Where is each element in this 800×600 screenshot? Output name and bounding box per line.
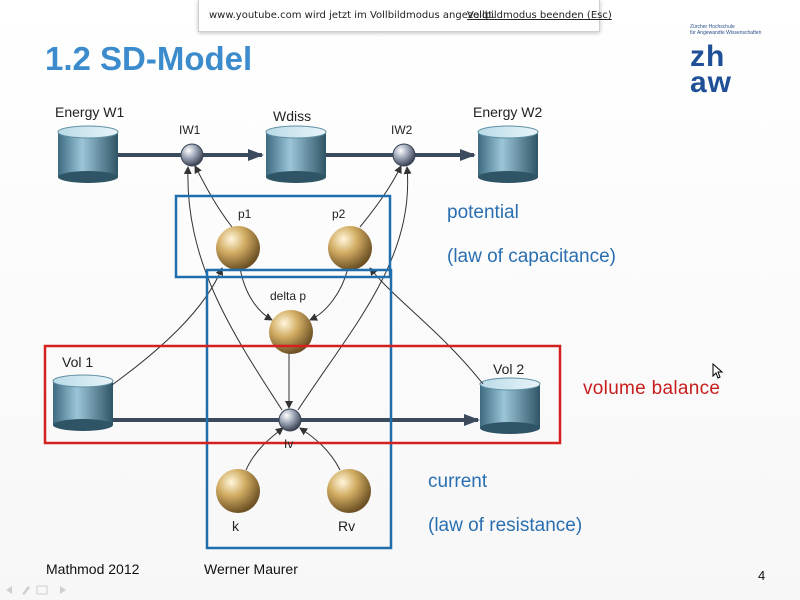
label-iv: Iv (284, 437, 294, 451)
converter-p2 (328, 226, 372, 270)
label-iw1: IW1 (179, 123, 201, 137)
label-delta-p: delta p (270, 289, 307, 303)
label-energy-w2: Energy W2 (473, 104, 543, 120)
label-p2: p2 (332, 207, 346, 221)
volume-balance-box (43, 344, 562, 445)
potential-box (174, 194, 392, 279)
presentation-toolbar[interactable] (4, 583, 74, 597)
fullscreen-message: www.youtube.com wird jetzt im Vollbildmo… (209, 10, 496, 21)
zhaw-logo: zh aw (690, 40, 733, 99)
converter-delta-p (269, 310, 313, 354)
footer-author: Werner Maurer (204, 561, 298, 577)
influence-arrows (111, 165, 484, 471)
fullscreen-notice: www.youtube.com wird jetzt im Vollbildmo… (198, 0, 612, 32)
stock-wdiss (265, 125, 327, 183)
current-box (205, 268, 393, 550)
converter-k (216, 469, 260, 513)
label-iw2: IW2 (391, 123, 413, 137)
label-rv: Rv (338, 518, 356, 534)
annotation-law-capacitance: (law of capacitance) (447, 246, 616, 267)
label-energy-w1: Energy W1 (55, 104, 125, 120)
footer-conference: Mathmod 2012 (46, 561, 140, 577)
slides-icon[interactable] (36, 585, 48, 595)
stock-energy-w1 (57, 125, 119, 183)
next-icon[interactable] (60, 586, 66, 594)
label-p1: p1 (238, 207, 252, 221)
label-wdiss: Wdiss (273, 108, 312, 124)
stock-vol2 (479, 377, 541, 434)
label-vol1: Vol 1 (62, 354, 94, 370)
prev-icon[interactable] (6, 586, 12, 594)
label-vol2: Vol 2 (493, 361, 525, 377)
stock-energy-w2 (477, 125, 539, 183)
converter-rv (327, 469, 371, 513)
annotation-law-resistance: (law of resistance) (428, 515, 583, 536)
slide-title: 1.2 SD-Model (45, 40, 253, 77)
stock-vol1 (52, 374, 114, 431)
label-k: k (232, 518, 239, 534)
mouse-cursor-icon (712, 363, 724, 379)
annotation-potential: potential (447, 202, 519, 223)
exit-fullscreen-link[interactable]: Vollbildmodus beenden (Esc) (467, 10, 612, 21)
pen-icon[interactable] (22, 586, 30, 595)
annotation-current: current (428, 471, 488, 492)
page-number: 4 (758, 568, 766, 583)
annotation-volume-balance: volume balance (583, 378, 721, 399)
converter-p1 (216, 226, 260, 270)
valve-iv (278, 408, 302, 432)
valve-iw1 (180, 143, 204, 167)
logo-institution-text: Zürcher Hochschule für Angewandte Wissen… (690, 24, 762, 36)
valve-iw2 (392, 143, 416, 167)
